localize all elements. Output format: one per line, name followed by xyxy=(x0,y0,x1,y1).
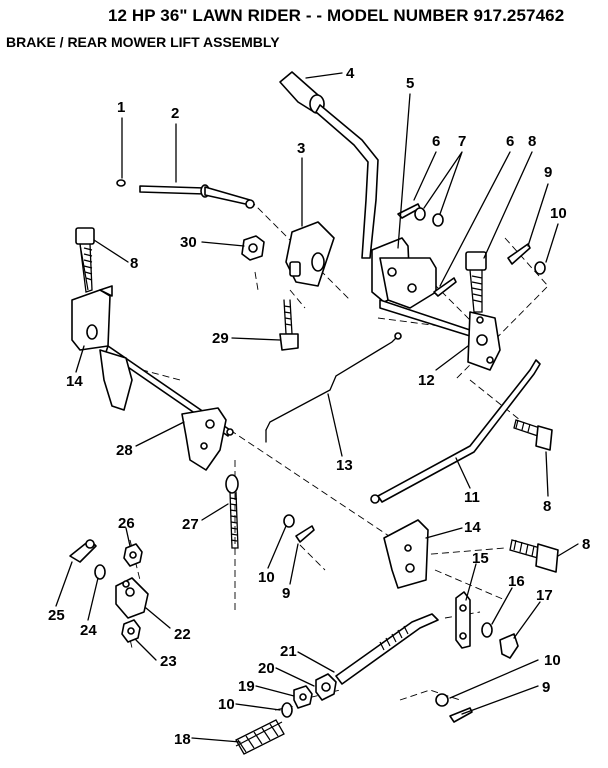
callout-8-mid: 8 xyxy=(543,498,551,515)
lift-shaft-28 xyxy=(99,345,234,471)
cotter-9-middle xyxy=(295,525,315,543)
callout-8-left: 8 xyxy=(130,255,138,272)
washer-16 xyxy=(481,622,493,638)
callout-10-mid: 10 xyxy=(258,569,275,586)
callout-17: 17 xyxy=(536,587,553,604)
callout-14-lower: 14 xyxy=(464,519,481,536)
callout-5: 5 xyxy=(406,75,414,92)
eyebolt-27 xyxy=(225,474,239,549)
washer-24 xyxy=(94,564,106,580)
callout-29: 29 xyxy=(212,330,229,347)
washer-7-b xyxy=(432,213,444,227)
washer-10-bottom xyxy=(435,693,449,707)
bolt-8-upper-left xyxy=(75,227,95,293)
spring-18 xyxy=(235,719,285,755)
pin-6-right xyxy=(433,277,457,297)
trunnion-22 xyxy=(115,577,149,619)
bolt-29 xyxy=(279,299,299,351)
callout-10-top: 10 xyxy=(550,205,567,222)
diagram-title: 12 HP 36" LAWN RIDER - - MODEL NUMBER 91… xyxy=(108,6,565,25)
bolt-8-upper-right xyxy=(465,251,487,313)
callout-18: 18 xyxy=(174,731,191,748)
bolt-8-middle-right xyxy=(513,419,553,451)
cotter-9-bottom xyxy=(449,707,473,723)
washer-10-lower xyxy=(281,702,293,718)
nut-20 xyxy=(315,673,337,701)
callout-30: 30 xyxy=(180,234,197,251)
nut-19 xyxy=(293,685,313,709)
callout-4: 4 xyxy=(346,65,355,82)
link-15 xyxy=(455,591,471,649)
callout-9-bottom: 9 xyxy=(542,679,550,696)
callout-3: 3 xyxy=(297,140,305,157)
callout-27: 27 xyxy=(182,516,199,533)
bolt-8-lower-right xyxy=(509,539,559,573)
washer-10-middle xyxy=(283,514,295,528)
bracket-14-upper xyxy=(71,285,113,351)
callout-8-top: 8 xyxy=(528,133,536,150)
callout-6-left: 6 xyxy=(432,133,440,150)
lift-rod-13 xyxy=(265,332,402,443)
bracket-5 xyxy=(371,237,437,309)
brake-rod-21 xyxy=(335,613,439,685)
callout-11: 11 xyxy=(464,489,480,506)
callout-13: 13 xyxy=(336,457,353,474)
callout-6-right: 6 xyxy=(506,133,514,150)
callout-19: 19 xyxy=(238,678,255,695)
nut-23 xyxy=(121,619,141,643)
nut-30 xyxy=(241,235,265,261)
brake-handle-4 xyxy=(279,71,379,259)
clip-17 xyxy=(499,633,519,659)
plate-3 xyxy=(285,221,335,287)
cotter-9-upper xyxy=(507,243,531,265)
callout-1: 1 xyxy=(117,99,125,116)
callout-9-mid: 9 xyxy=(282,585,290,602)
callout-25: 25 xyxy=(48,607,65,624)
bracket-14-lower xyxy=(383,519,429,589)
callout-numbers: 1 2 3 4 5 6 7 6 8 9 10 30 8 29 14 12 28 … xyxy=(48,65,590,748)
callout-15: 15 xyxy=(472,550,489,567)
rod-11 xyxy=(370,359,541,504)
pin-2 xyxy=(139,184,255,209)
callout-16: 16 xyxy=(508,573,525,590)
nut-26 xyxy=(123,543,143,567)
cotter-25 xyxy=(69,539,97,563)
callout-leaders xyxy=(55,72,579,743)
cotter-1 xyxy=(116,179,126,187)
callout-26: 26 xyxy=(118,515,135,532)
callout-14-upper: 14 xyxy=(66,373,83,390)
callout-20: 20 xyxy=(258,660,275,677)
washer-10-upper xyxy=(534,261,546,275)
callout-23: 23 xyxy=(160,653,177,670)
washer-7-a xyxy=(414,207,426,221)
callout-24: 24 xyxy=(80,622,97,639)
callout-12: 12 xyxy=(418,372,435,389)
callout-8-lower: 8 xyxy=(582,536,590,553)
callout-7: 7 xyxy=(458,133,466,150)
callout-10-bottom: 10 xyxy=(218,696,235,713)
diagram-subtitle: BRAKE / REAR MOWER LIFT ASSEMBLY xyxy=(6,34,280,50)
cross-shaft-12 xyxy=(379,299,501,371)
callout-22: 22 xyxy=(174,626,191,643)
callout-9-top: 9 xyxy=(544,164,552,181)
callout-21: 21 xyxy=(280,643,297,660)
callout-10-right: 10 xyxy=(544,652,561,669)
callout-2: 2 xyxy=(171,105,179,122)
callout-28: 28 xyxy=(116,442,133,459)
